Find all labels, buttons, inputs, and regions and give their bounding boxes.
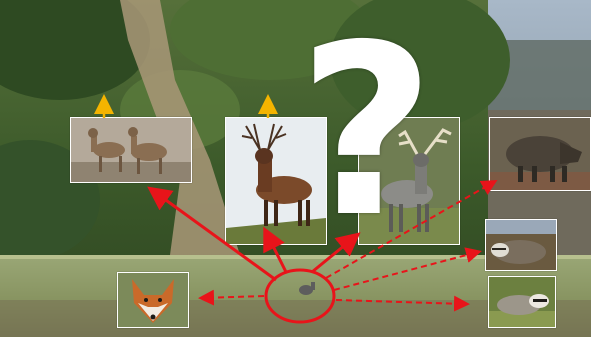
badger-standing-photo [488, 276, 556, 328]
red-fox-photo [117, 272, 189, 328]
wild-boar-photo [489, 117, 591, 191]
roe-deer-photo [70, 117, 192, 183]
badger-lying-photo [485, 219, 557, 271]
question-mark: ? [298, 0, 435, 269]
